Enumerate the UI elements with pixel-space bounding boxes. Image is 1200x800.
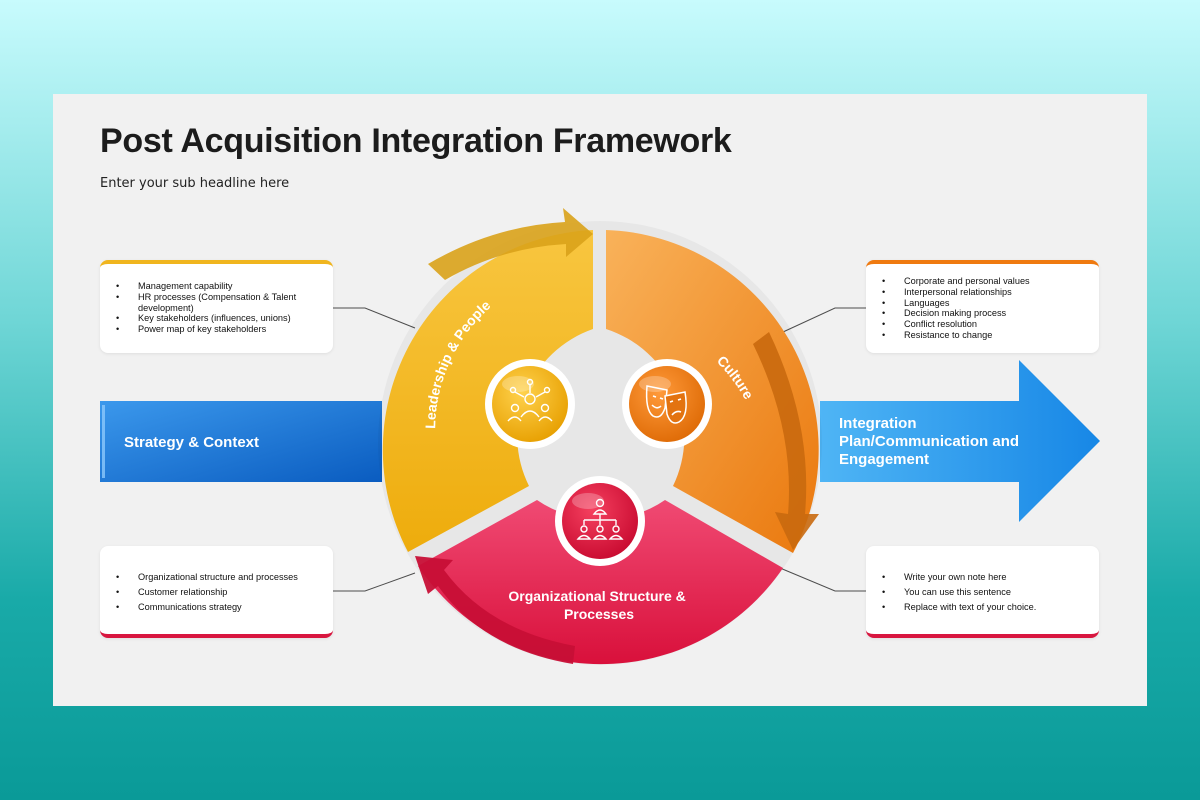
list-item: Organizational structure and processes xyxy=(100,572,333,583)
note-bottom-right: Write your own note here You can use thi… xyxy=(866,546,1099,638)
list-item: Customer relationship xyxy=(100,587,333,598)
connector-top-right xyxy=(782,307,866,333)
connector-bottom-right xyxy=(779,567,866,592)
culture-segment xyxy=(606,230,819,553)
list-item: Corporate and personal values xyxy=(866,276,1099,287)
list-item: Write your own note here xyxy=(866,572,1099,583)
list-item: Decision making process xyxy=(866,308,1099,319)
theater-masks-icon xyxy=(645,385,687,424)
list-item: Management capability xyxy=(100,281,333,292)
leadership-arrow-head xyxy=(428,208,593,280)
list-item: You can use this sentence xyxy=(866,587,1099,598)
organization-arrow-head xyxy=(415,556,575,664)
page-subtitle: Enter your sub headline here xyxy=(100,176,290,191)
page-title: Post Acquisition Integration Framework xyxy=(100,122,732,160)
connector-top-left xyxy=(333,307,416,329)
slide: Post Acquisition Integration Framework E… xyxy=(53,94,1147,706)
strategy-context-bar: Strategy & Context xyxy=(100,401,382,482)
integration-plan-label: Integration Plan/Communication and Engag… xyxy=(839,415,1023,468)
note-top-right: Corporate and personal values Interperso… xyxy=(866,260,1099,353)
list-item: Communications strategy xyxy=(100,602,333,613)
organization-icon-badge xyxy=(555,476,645,566)
organization-label: Organizational Structure & Processes xyxy=(508,588,689,622)
connector-lines xyxy=(333,307,866,592)
framework-diagram: Strategy & Context Integration Plan/Comm… xyxy=(100,208,1100,665)
list-item: Power map of key stakeholders xyxy=(100,324,333,335)
note-bottom-left: Organizational structure and processes C… xyxy=(100,546,333,638)
integration-cycle: Leadership & People Culture Organization… xyxy=(378,208,822,665)
integration-plan-arrow: Integration Plan/Communication and Engag… xyxy=(820,360,1100,522)
organization-segment xyxy=(418,500,783,665)
leadership-icon-badge xyxy=(485,359,575,449)
list-item: Replace with text of your choice. xyxy=(866,602,1099,613)
note-top-left: Management capability HR processes (Comp… xyxy=(100,260,333,353)
list-item: Interpersonal relationships xyxy=(866,287,1099,298)
culture-arrow-head xyxy=(753,332,819,550)
list-item: Conflict resolution xyxy=(866,319,1099,330)
list-item: HR processes (Compensation & Talent deve… xyxy=(100,292,333,314)
list-item: Resistance to change xyxy=(866,330,1099,341)
strategy-context-label: Strategy & Context xyxy=(124,434,259,451)
culture-icon-badge xyxy=(622,359,712,449)
team-network-icon xyxy=(507,378,553,422)
connector-bottom-left xyxy=(333,572,416,592)
org-chart-icon xyxy=(576,498,624,540)
list-item: Key stakeholders (influences, unions) xyxy=(100,313,333,324)
list-item: Languages xyxy=(866,298,1099,309)
